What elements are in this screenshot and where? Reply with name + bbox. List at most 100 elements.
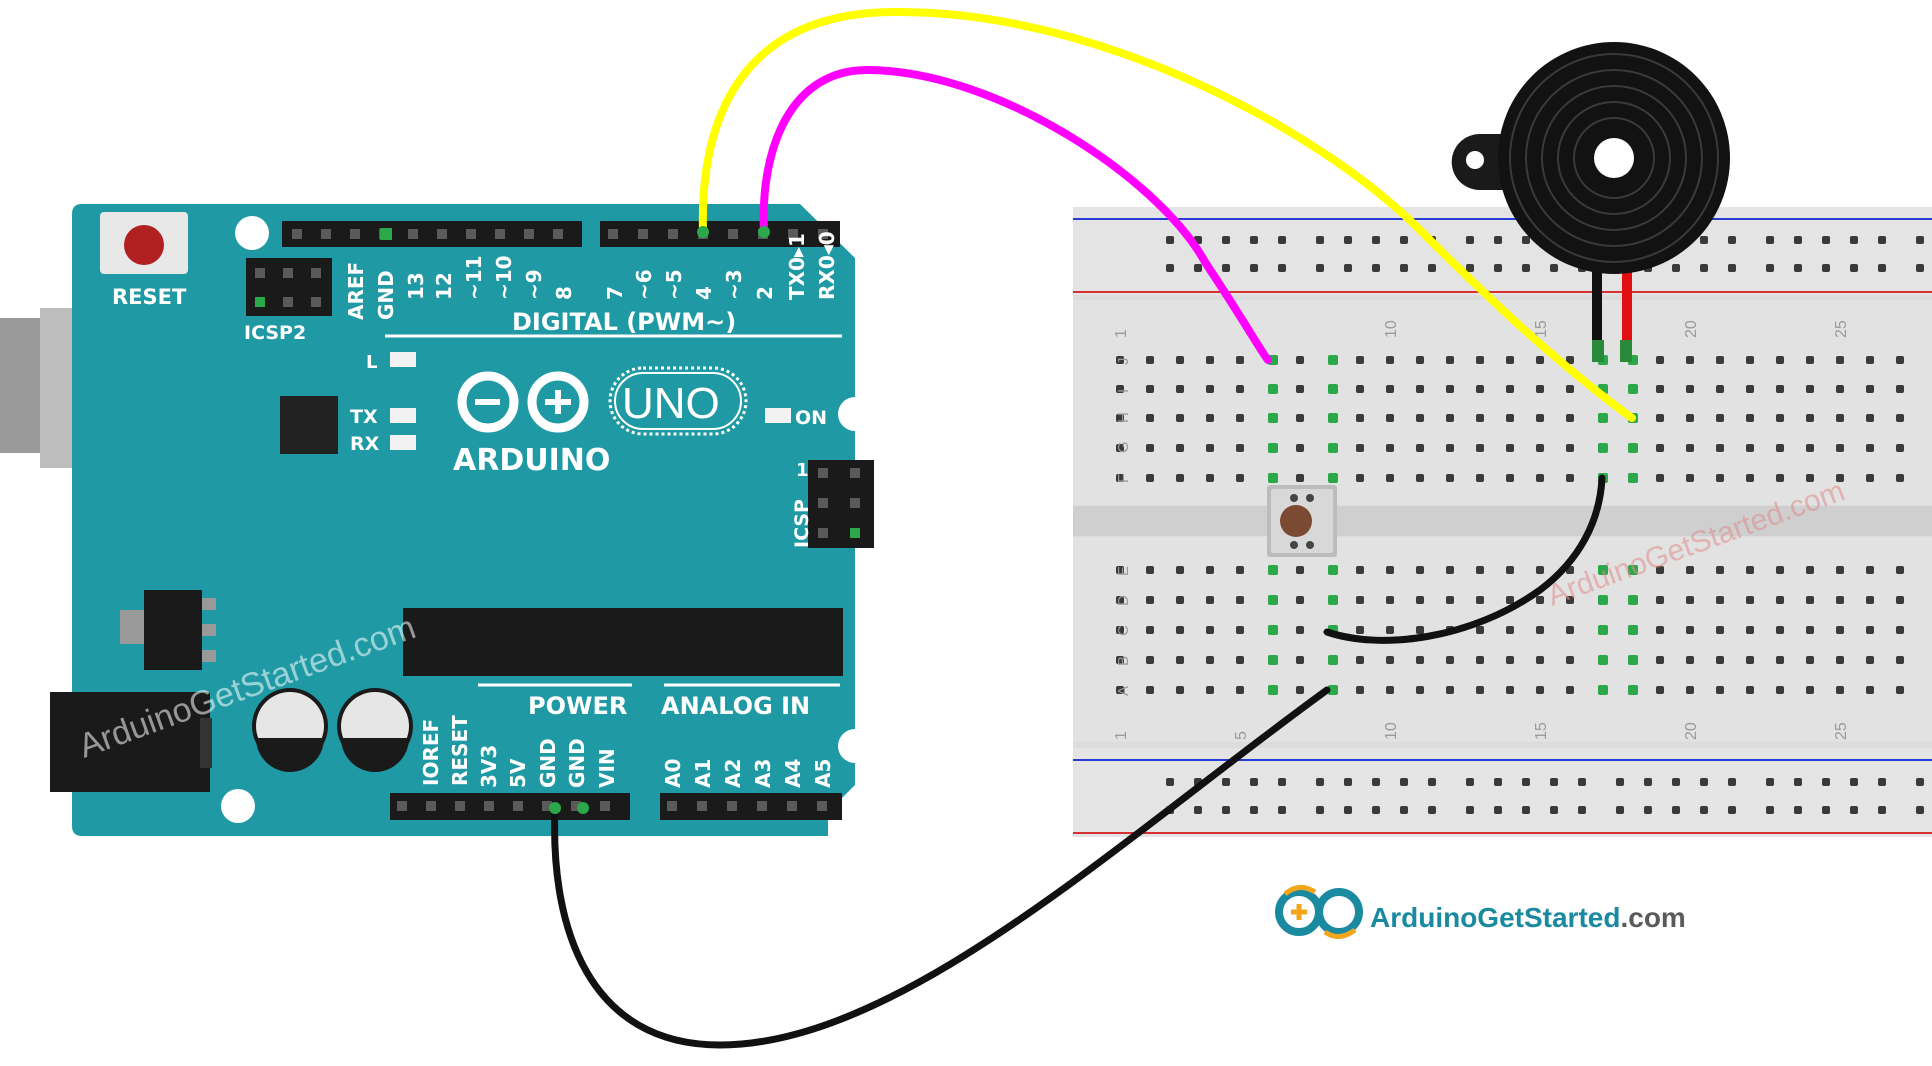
header-pin — [513, 801, 523, 811]
breadboard-hole — [1866, 444, 1874, 452]
breadboard-hole — [1656, 414, 1664, 422]
breadboard-hole — [1896, 385, 1904, 393]
rail-hole — [1878, 778, 1886, 786]
breadboard-hole — [1716, 686, 1724, 694]
breadboard-hole — [1416, 385, 1424, 393]
wire-magenta — [759, 65, 1272, 364]
breadboard-hole — [1446, 356, 1454, 364]
breadboard-hole — [1446, 385, 1454, 393]
breadboard-hole-connected — [1628, 595, 1638, 605]
breadboard-hole — [1146, 686, 1154, 694]
breadboard-hole — [1536, 385, 1544, 393]
rail-hole — [1428, 778, 1436, 786]
breadboard-hole — [1176, 596, 1184, 604]
rail-hole — [1400, 778, 1408, 786]
breadboard-hole — [1686, 566, 1694, 574]
breadboard-hole — [1806, 444, 1814, 452]
rail-hole — [1728, 806, 1736, 814]
breadboard-hole-connected — [1598, 565, 1608, 575]
breadboard-hole — [1236, 596, 1244, 604]
breadboard-hole — [1806, 414, 1814, 422]
rail-hole — [1222, 778, 1230, 786]
rail-hole — [1822, 264, 1830, 272]
header-pin — [728, 229, 738, 239]
rail-hole — [1916, 778, 1924, 786]
reset-button[interactable] — [100, 212, 188, 274]
breadboard-hole — [1386, 385, 1394, 393]
led-rx-label: RX — [350, 433, 380, 455]
rail-hole — [1194, 806, 1202, 814]
breadboard-hole — [1806, 656, 1814, 664]
breadboard-hole — [1446, 414, 1454, 422]
breadboard-hole — [1776, 626, 1784, 634]
arduino-logo — [457, 371, 589, 433]
wire-yellow — [698, 7, 1636, 422]
digital-pin-label: AREF — [344, 262, 368, 320]
header-pin-gnd — [380, 228, 392, 240]
breadboard-hole — [1536, 356, 1544, 364]
breadboard-hole — [1386, 566, 1394, 574]
breadboard-hole — [1386, 626, 1394, 634]
breadboard-hole — [1686, 385, 1694, 393]
breadboard-hole — [1116, 596, 1124, 604]
breadboard-hole — [1506, 626, 1514, 634]
header-pin — [542, 801, 552, 811]
breadboard-hole — [1176, 474, 1184, 482]
piezo-buzzer — [1451, 42, 1761, 362]
header-pin — [350, 229, 360, 239]
rail-hole — [1850, 806, 1858, 814]
rail-hole — [1644, 778, 1652, 786]
rail-hole — [1522, 778, 1530, 786]
breadboard-hole — [1386, 686, 1394, 694]
breadboard-hole — [1536, 596, 1544, 604]
rail-hole — [1578, 778, 1586, 786]
rail-hole — [1822, 778, 1830, 786]
digital-pin-label: ~10 — [492, 255, 516, 300]
header-pin — [571, 801, 581, 811]
push-button[interactable] — [1267, 485, 1337, 557]
breadboard-hole — [1296, 566, 1304, 574]
rail-hole — [1494, 236, 1502, 244]
breadboard-hole — [1356, 414, 1364, 422]
breadboard-hole-connected — [1628, 473, 1638, 483]
breadboard-hole — [1116, 414, 1124, 422]
breadboard-hole — [1146, 474, 1154, 482]
led-on-label: ON — [795, 407, 827, 429]
header-pin — [466, 229, 476, 239]
breadboard-hole — [1566, 686, 1574, 694]
breadboard-hole — [1416, 656, 1424, 664]
breadboard-hole — [1686, 626, 1694, 634]
breadboard-hole — [1836, 385, 1844, 393]
breadboard-hole — [1896, 566, 1904, 574]
digital-pin-label: 8 — [552, 286, 576, 300]
site-logo: ArduinoGetStarted.com — [1275, 868, 1735, 948]
breadboard-hole — [1536, 626, 1544, 634]
rail-hole — [1700, 806, 1708, 814]
column-number: 15 — [1533, 320, 1550, 338]
breadboard-hole — [1746, 656, 1754, 664]
breadboard-hole — [1686, 414, 1694, 422]
header-pin — [787, 801, 797, 811]
rail-hole — [1794, 264, 1802, 272]
breadboard-hole — [1416, 626, 1424, 634]
digital-pin-label: ~3 — [722, 269, 746, 300]
breadboard-hole — [1746, 626, 1754, 634]
breadboard-hole — [1866, 626, 1874, 634]
rail-hole — [1166, 236, 1174, 244]
breadboard-hole — [1686, 596, 1694, 604]
breadboard-hole — [1416, 596, 1424, 604]
header-pin — [553, 229, 563, 239]
breadboard-hole — [1206, 686, 1214, 694]
breadboard-hole — [1206, 626, 1214, 634]
header-pin — [524, 229, 534, 239]
breadboard-hole — [1386, 444, 1394, 452]
rail-hole — [1466, 236, 1474, 244]
breadboard-hole — [1236, 686, 1244, 694]
rail-hole — [1550, 264, 1558, 272]
rail-hole — [1522, 806, 1530, 814]
breadboard-hole — [1566, 626, 1574, 634]
wire-black-buzzer — [1323, 474, 1606, 644]
breadboard-hole — [1296, 474, 1304, 482]
header-pin — [757, 801, 767, 811]
rail-hole — [1428, 264, 1436, 272]
